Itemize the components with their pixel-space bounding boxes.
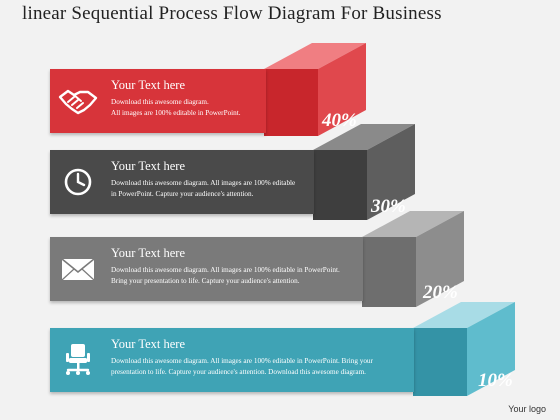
step-2-line-2: in PowerPoint. Capture your audience's a… xyxy=(111,190,254,198)
step-3-description: Download this awesome diagram. All image… xyxy=(111,265,340,287)
percent-label-40: 40% xyxy=(321,110,357,131)
step-band-4: Your Text here Download this awesome dia… xyxy=(50,328,414,392)
step-3-heading: Your Text here xyxy=(111,246,186,260)
logo-text: Your logo xyxy=(508,404,546,414)
step-1-description: Download this awesome diagram. All image… xyxy=(111,97,241,119)
office-chair-icon xyxy=(58,342,98,378)
cube-30: 30% xyxy=(313,124,415,220)
step-1-line-1: Download this awesome diagram. xyxy=(111,98,209,106)
diagram-title: linear Sequential Process Flow Diagram F… xyxy=(22,3,442,24)
percent-label-10: 10% xyxy=(478,370,513,391)
cube-10: 10% xyxy=(413,302,515,396)
step-3-line-2: Bring your presentation to life. Capture… xyxy=(111,277,300,285)
step-band-2: Your Text here Download this awesome dia… xyxy=(50,150,314,214)
step-4-heading: Your Text here xyxy=(111,337,186,351)
percent-label-20: 20% xyxy=(422,282,458,303)
step-2-heading: Your Text here xyxy=(111,159,186,173)
step-4-description: Download this awesome diagram. All image… xyxy=(111,356,373,378)
handshake-icon xyxy=(58,83,98,119)
step-2-line-1: Download this awesome diagram. All image… xyxy=(111,179,296,187)
step-band-3: Your Text here Download this awesome dia… xyxy=(50,237,363,301)
step-3-line-1: Download this awesome diagram. All image… xyxy=(111,266,340,274)
step-1-line-2: All images are 100% editable in PowerPoi… xyxy=(111,109,241,117)
step-band-1: Your Text here Download this awesome dia… xyxy=(50,69,266,133)
step-2-description: Download this awesome diagram. All image… xyxy=(111,178,295,200)
cube-40: 40% xyxy=(264,43,366,136)
cube-20: 20% xyxy=(362,211,464,307)
step-4-line-1: Download this awesome diagram. All image… xyxy=(111,357,373,365)
percent-label-30: 30% xyxy=(370,196,406,217)
step-4-line-2: presentation to life. Capture your audie… xyxy=(111,368,366,376)
clock-icon xyxy=(58,164,98,200)
envelope-icon xyxy=(58,251,98,287)
step-1-heading: Your Text here xyxy=(111,78,186,92)
